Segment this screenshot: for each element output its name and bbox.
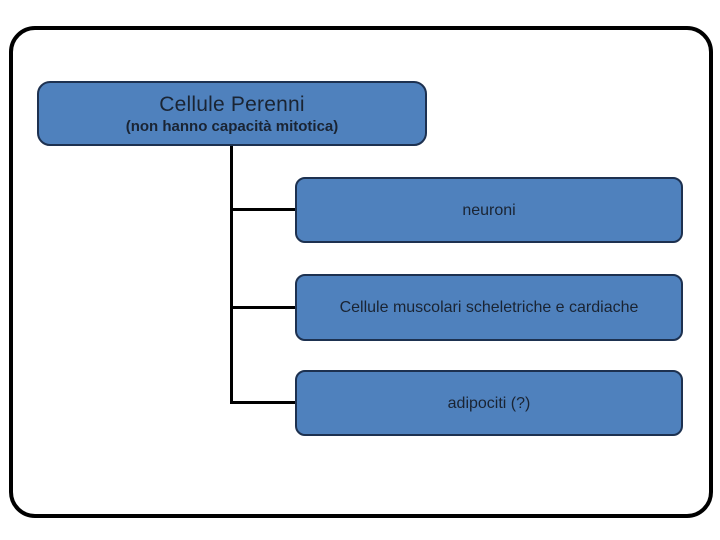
node-neuroni: neuroni bbox=[295, 177, 683, 243]
node-adipociti: adipociti (?) bbox=[295, 370, 683, 436]
root-node-title: Cellule Perenni bbox=[159, 92, 305, 116]
branch-line-adipociti bbox=[230, 401, 295, 404]
branch-line-muscolari bbox=[230, 306, 295, 309]
node-neuroni-label: neuroni bbox=[462, 201, 516, 219]
node-cellule-muscolari: Cellule muscolari scheletriche e cardiac… bbox=[295, 274, 683, 341]
root-node-subtitle: (non hanno capacità mitotica) bbox=[125, 117, 339, 135]
slide-border-frame bbox=[9, 26, 713, 518]
node-adipociti-label: adipociti (?) bbox=[447, 394, 531, 412]
tree-trunk-line bbox=[230, 146, 233, 404]
branch-line-neuroni bbox=[230, 208, 295, 211]
node-cellule-muscolari-label: Cellule muscolari scheletriche e cardiac… bbox=[339, 299, 639, 316]
node-cellule-perenni: Cellule Perenni (non hanno capacità mito… bbox=[37, 81, 427, 146]
